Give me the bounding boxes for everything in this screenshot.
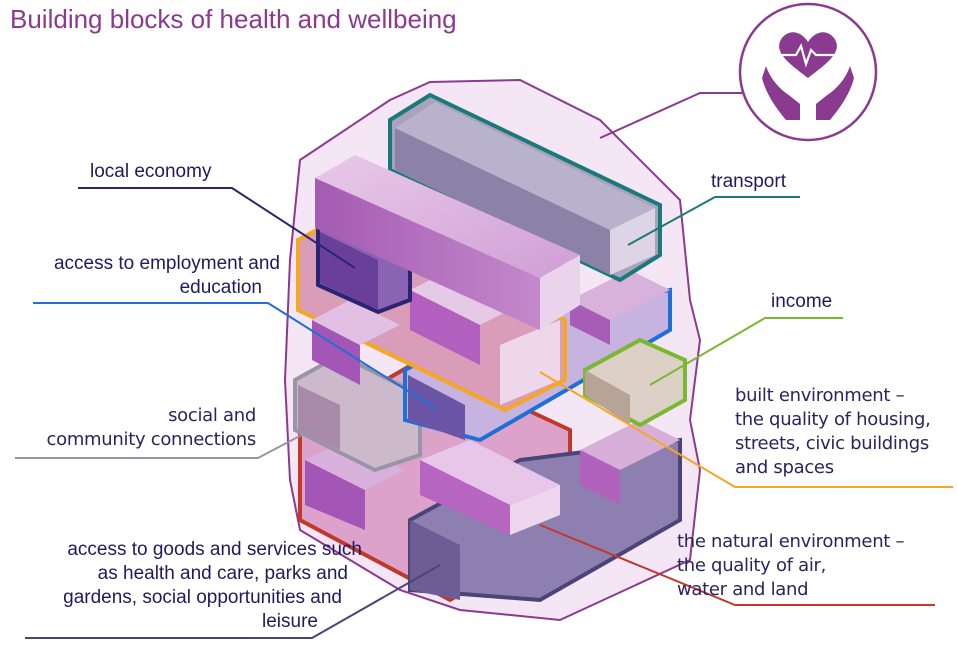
leader-social (15, 419, 331, 459)
label-built-line1: built environment – (735, 385, 905, 406)
label-local-economy: local economy (90, 161, 212, 182)
leader-built (539, 371, 953, 488)
label-natural-line2: the quality of air, (677, 555, 827, 576)
label-goods-line4: leisure (262, 611, 318, 632)
leader-employment (33, 302, 436, 409)
block-income (583, 337, 687, 428)
label-built-line4: and spaces (735, 457, 834, 478)
label-employment-line1: access to employment and (53, 253, 280, 274)
block-mid-purple (410, 270, 670, 365)
label-social-line1: social and (168, 405, 256, 426)
heart-hands-icon (738, 2, 878, 142)
label-natural-line1: the natural environment – (677, 531, 905, 552)
label-transport: transport (711, 171, 786, 192)
label-goods-line3: gardens, social opportunities and (63, 587, 342, 608)
leader-goods (25, 564, 441, 639)
label-social-connections: social and community connections (20, 404, 257, 452)
label-social-line2: community connections (46, 429, 257, 450)
leader-transport (627, 196, 800, 246)
leader-income (649, 317, 843, 386)
leader-local-economy (78, 187, 356, 269)
label-goods-line1: access to goods and services such (67, 539, 362, 560)
label-built-line3: streets, civic buildings (735, 433, 929, 454)
label-income: income (771, 291, 833, 312)
block-social-connections (293, 352, 422, 473)
block-small-lower (305, 420, 680, 535)
label-employment-line2: education (179, 277, 262, 298)
leader-icon (599, 92, 745, 139)
page-title: Building blocks of health and wellbeing (10, 4, 457, 34)
label-natural-line3: water and land (677, 579, 809, 600)
block-transport (388, 92, 662, 283)
label-built-environment: built environment – the quality of housi… (735, 384, 931, 480)
label-goods-line2: as health and care, parks and (97, 563, 348, 584)
label-built-line2: the quality of housing, (735, 409, 931, 430)
label-goods-services: access to goods and services such as hea… (8, 538, 362, 634)
leader-natural (539, 524, 935, 606)
block-top-long (315, 155, 580, 330)
label-natural-environment: the natural environment – the quality of… (677, 530, 904, 602)
leader-lines (15, 92, 953, 639)
label-employment-education: access to employment and education (10, 252, 280, 300)
